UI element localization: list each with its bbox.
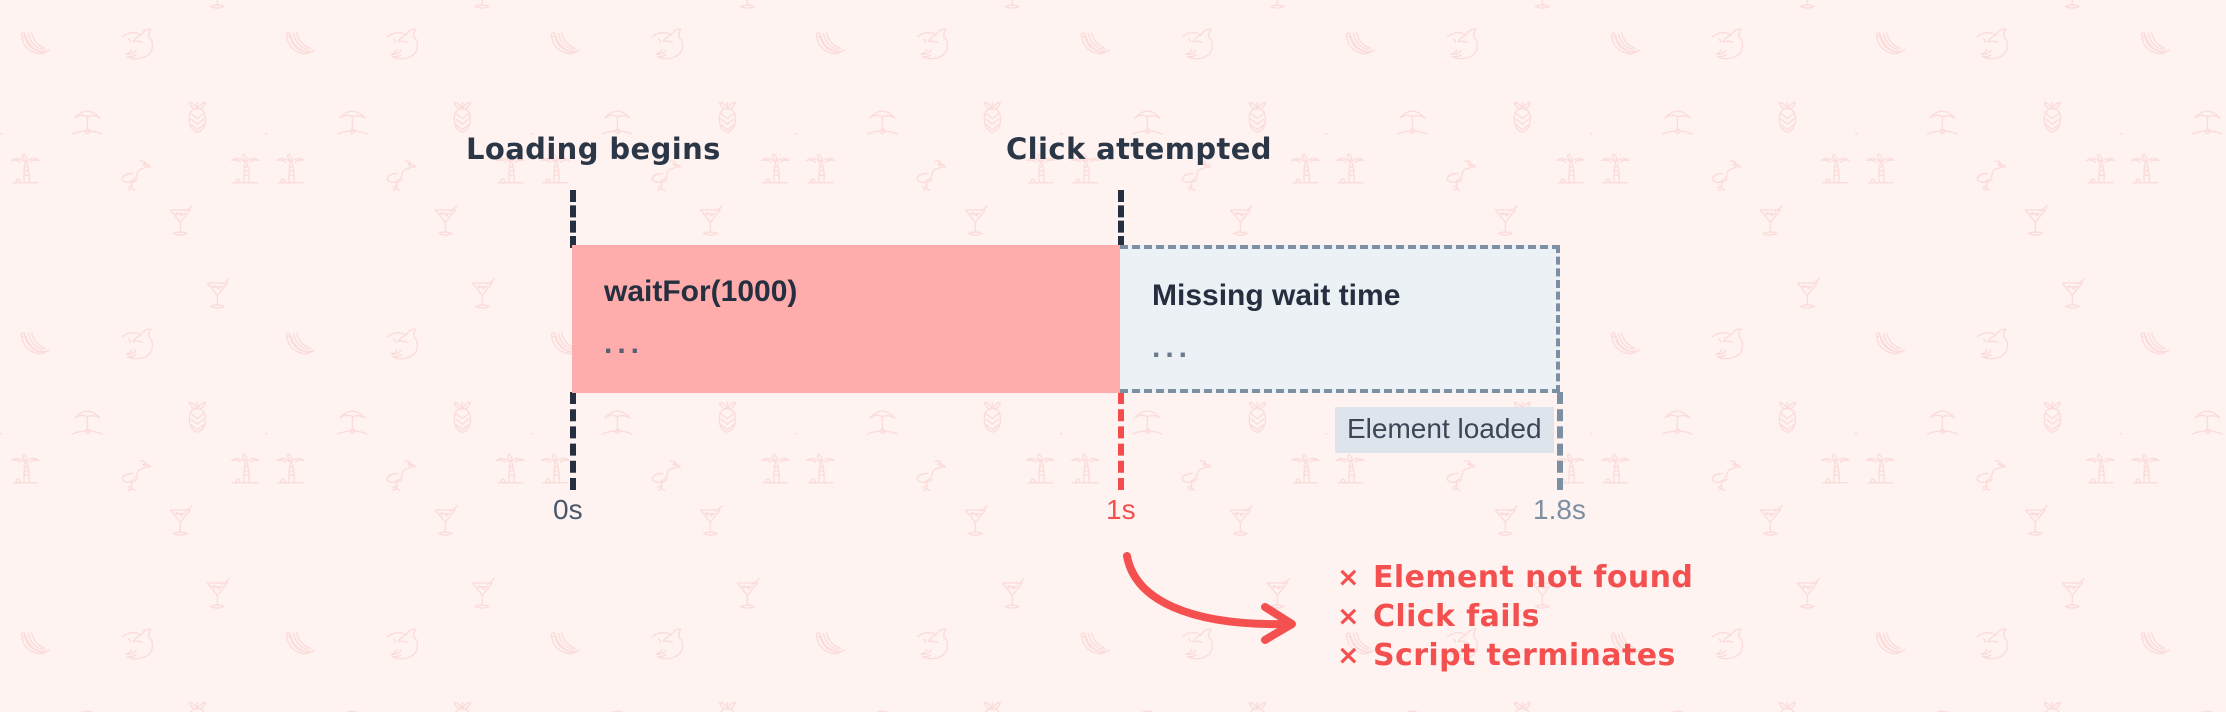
marker-line-click-attempted-top: [1118, 190, 1124, 248]
marker-line-loading-begins-bottom: [570, 392, 576, 490]
error-item-script-terminates-label: Script terminates: [1373, 638, 1676, 673]
error-item-click-fails-label: Click fails: [1373, 599, 1540, 634]
time-label-1-8s: 1.8s: [1533, 494, 1586, 525]
marker-line-element-ready-bottom: [1557, 392, 1563, 490]
timeline-block-wait-label: waitFor(1000): [604, 275, 798, 308]
time-label-1s: 1s: [1106, 494, 1136, 525]
outcome-error-list: × Element not found × Click fails × Scri…: [1337, 560, 1693, 673]
timeline-block-wait-ellipsis: ...: [604, 327, 645, 360]
marker-line-click-attempted-bottom: [1118, 392, 1124, 490]
timeline-block-missing-wait-ellipsis: ...: [1152, 331, 1193, 364]
x-mark-icon: ×: [1337, 640, 1361, 671]
error-item-element-not-found-label: Element not found: [1373, 560, 1694, 595]
marker-caption-click-attempted: Click attempted: [1006, 132, 1272, 166]
marker-caption-loading-begins: Loading begins: [466, 132, 721, 166]
status-badge-element-loaded: Element loaded: [1335, 407, 1554, 453]
x-mark-icon: ×: [1337, 562, 1361, 593]
timeline-block-missing-wait: Missing wait time ...: [1120, 245, 1560, 393]
error-item-script-terminates: × Script terminates: [1337, 638, 1693, 673]
timeline-block-wait: waitFor(1000) ...: [572, 245, 1120, 393]
error-item-element-not-found: × Element not found: [1337, 560, 1693, 595]
marker-line-loading-begins-top: [570, 190, 576, 248]
x-mark-icon: ×: [1337, 601, 1361, 632]
time-label-0s: 0s: [553, 494, 583, 525]
error-item-click-fails: × Click fails: [1337, 599, 1693, 634]
curved-arrow-icon: [1123, 552, 1296, 644]
timeline-block-missing-wait-label: Missing wait time: [1152, 279, 1401, 312]
